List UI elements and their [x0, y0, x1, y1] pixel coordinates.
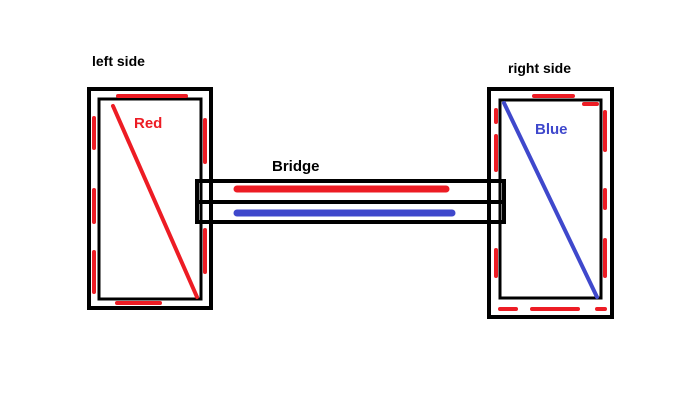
left-outer-rect [87, 87, 213, 310]
right-inner-rect [498, 98, 603, 300]
right-side-label: right side [508, 60, 571, 76]
bridge-bottom-rect [195, 200, 506, 224]
blue-label: Blue [535, 121, 568, 138]
right-side-box: Blue [487, 87, 614, 319]
right-red-dashes [494, 94, 607, 311]
right-outer-rect [487, 87, 614, 319]
right-blue-diagonal [502, 101, 599, 299]
left-inner-rect [97, 97, 203, 301]
bridge [195, 179, 506, 224]
red-label: Red [134, 115, 162, 132]
bridge-label: Bridge [272, 158, 320, 175]
left-side-label: left side [92, 53, 145, 69]
left-side-box: Red [87, 87, 213, 310]
left-red-diagonal [111, 104, 199, 299]
left-red-dashes [92, 94, 207, 305]
